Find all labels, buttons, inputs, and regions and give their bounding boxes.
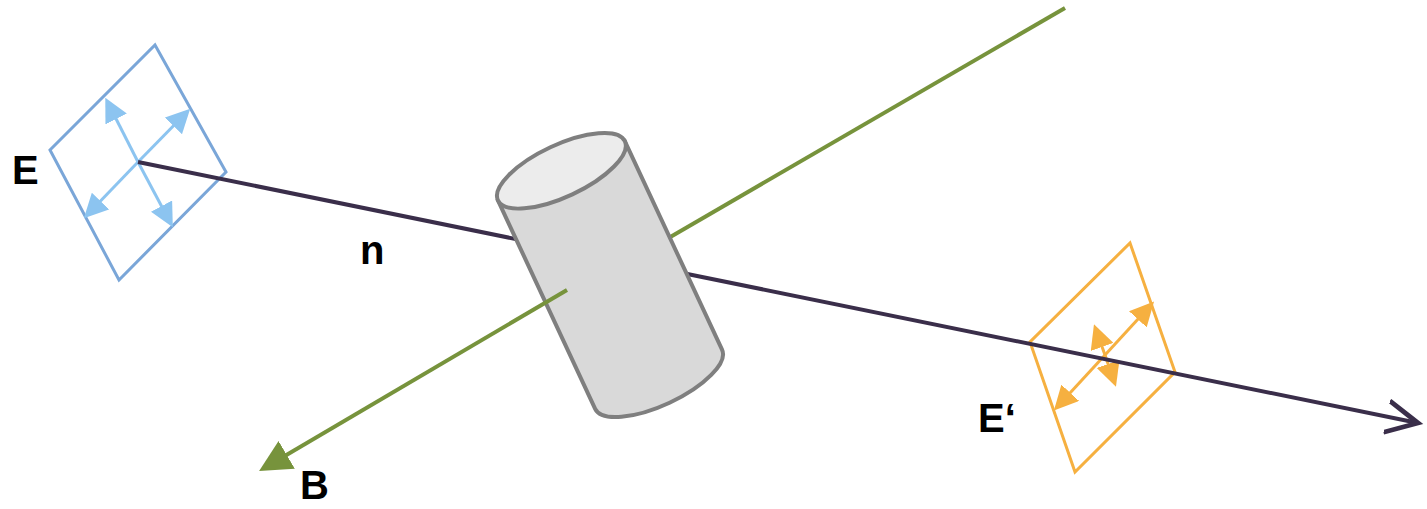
axis-label: n bbox=[360, 230, 384, 270]
propagation-axis bbox=[138, 162, 1418, 423]
field-label: E bbox=[12, 150, 39, 190]
field-label: B bbox=[300, 465, 329, 505]
field-label: E‘ bbox=[978, 398, 1016, 438]
faraday-medium-cylinder bbox=[487, 118, 733, 433]
field-axis-back bbox=[610, 8, 1065, 272]
magnetic-field-arrow bbox=[266, 290, 567, 467]
